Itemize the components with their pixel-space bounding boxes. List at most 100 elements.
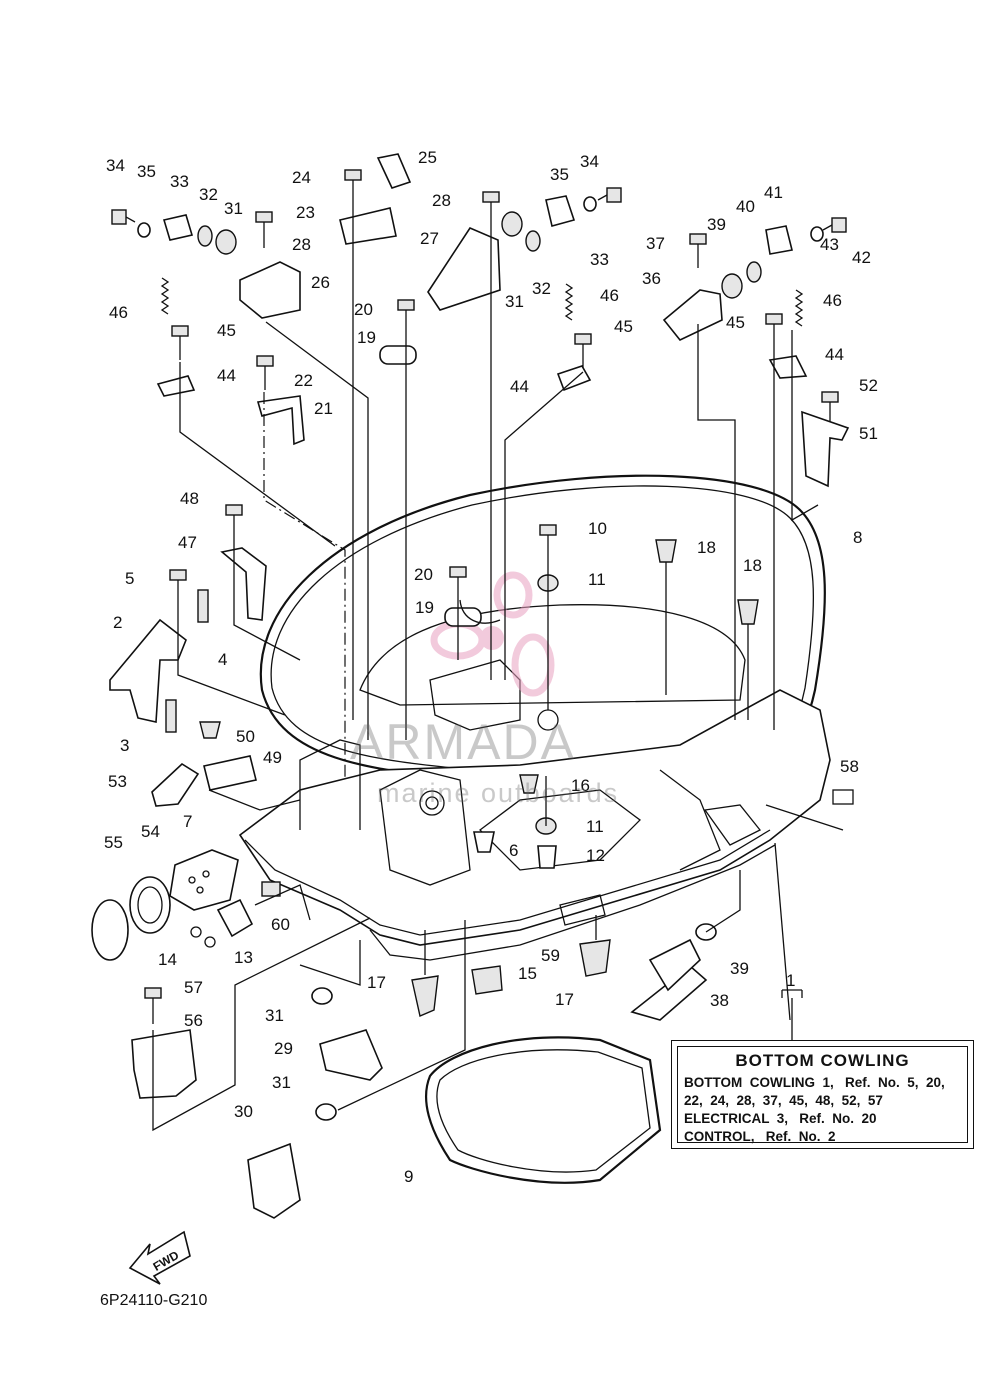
clamp-33b (545, 195, 576, 227)
callout: 24 (292, 168, 311, 187)
bolt-22 (256, 355, 274, 390)
callout: 43 (820, 235, 839, 254)
callout: 41 (764, 183, 783, 202)
callout: 42 (852, 248, 871, 267)
clip-50 (199, 721, 221, 739)
callout: 31 (224, 199, 243, 218)
callout: 35 (550, 165, 569, 184)
callout: 32 (532, 279, 551, 298)
callout: 39 (730, 959, 749, 978)
plug-6 (473, 831, 495, 853)
callout: 25 (418, 148, 437, 167)
callout: 5 (125, 569, 134, 588)
plug-16 (519, 774, 539, 794)
washer-35b (583, 196, 597, 212)
bracket-29 (319, 1029, 383, 1081)
callout: 35 (137, 162, 156, 181)
housing-36 (662, 289, 723, 341)
pin-3 (165, 699, 177, 733)
callout: 10 (588, 519, 607, 538)
callout: 21 (314, 399, 333, 418)
screw-34a (111, 209, 136, 225)
callout: 59 (541, 946, 560, 965)
callout: 60 (271, 915, 290, 934)
screw-34b (597, 187, 622, 203)
callout: 28 (432, 191, 451, 210)
callout: 48 (180, 489, 199, 508)
callout: 20 (414, 565, 433, 584)
legend-line: BOTTOM COWLING 1, Ref. No. 5, 20, (684, 1075, 945, 1090)
callout: 31 (272, 1073, 291, 1092)
callout: 4 (218, 650, 227, 669)
callout: 29 (274, 1039, 293, 1058)
callout: 9 (404, 1167, 413, 1186)
callout: 57 (184, 978, 203, 997)
grommet-39 (721, 273, 743, 299)
bolt-37 (689, 233, 707, 268)
callout: 8 (853, 528, 862, 547)
callout: 51 (859, 424, 878, 443)
callout: 46 (600, 286, 619, 305)
callout: 2 (113, 613, 122, 632)
bolt-48 (225, 504, 243, 542)
callout: 32 (199, 185, 218, 204)
bolt-52 (821, 391, 839, 424)
callout: 18 (697, 538, 716, 557)
callout: 34 (106, 156, 125, 175)
callout: 53 (108, 772, 127, 791)
spring-46c (794, 289, 804, 327)
label-60 (261, 881, 281, 897)
callout: 44 (217, 366, 236, 385)
bracket-47 (220, 547, 267, 621)
fwd-arrow-icon (128, 1230, 191, 1285)
bracket-23 (339, 207, 397, 245)
bolt-20b (449, 566, 467, 600)
callout: 6 (509, 841, 518, 860)
leader-lines (152, 205, 844, 1132)
callout: 52 (859, 376, 878, 395)
callout: 33 (170, 172, 189, 191)
callout: 7 (183, 812, 192, 831)
watermark-subtitle: marine outboards (377, 778, 620, 808)
callout: 11 (588, 570, 606, 589)
callout-numbers: 34 35 33 32 31 28 26 46 45 44 22 21 24 2… (104, 148, 878, 1274)
grommet-31d (315, 1103, 337, 1121)
boot-13 (216, 898, 254, 938)
callout: 44 (510, 377, 529, 396)
small-parts (91, 153, 854, 1285)
clip-25 (376, 153, 412, 189)
bracket-30 (247, 1142, 301, 1219)
callout: 26 (311, 273, 330, 292)
bracket-51 (801, 410, 850, 488)
callout: 11 (586, 817, 604, 836)
callout: 50 (236, 727, 255, 746)
watermark-title: ARMADA (350, 714, 576, 770)
bolt-45a (171, 325, 189, 360)
collar-12 (537, 845, 557, 869)
plate-44b (556, 365, 592, 392)
callout: 33 (590, 250, 609, 269)
bolt-28a (255, 211, 273, 248)
stopper-18a (655, 539, 677, 563)
callout: 36 (642, 269, 661, 288)
callout: 27 (420, 229, 439, 248)
callout: 28 (292, 235, 311, 254)
bracket-21 (256, 395, 305, 446)
callout: 17 (367, 973, 386, 992)
bolt-28b (482, 191, 500, 228)
callout: 39 (707, 215, 726, 234)
gasket-9 (425, 1036, 662, 1184)
washer-35a (137, 222, 151, 238)
callout: 18 (743, 556, 762, 575)
callout: 22 (294, 371, 313, 390)
diagram-code: 6P24110-G210 (100, 1292, 208, 1309)
pad-19a (379, 345, 417, 365)
legend-line: 22, 24, 28, 37, 45, 48, 52, 57 (684, 1093, 883, 1108)
callout: 56 (184, 1011, 203, 1030)
callout: 14 (158, 950, 177, 969)
damper-15 (471, 965, 503, 995)
callout: 19 (415, 598, 434, 617)
grommet-54 (129, 876, 171, 934)
callout: 40 (736, 197, 755, 216)
